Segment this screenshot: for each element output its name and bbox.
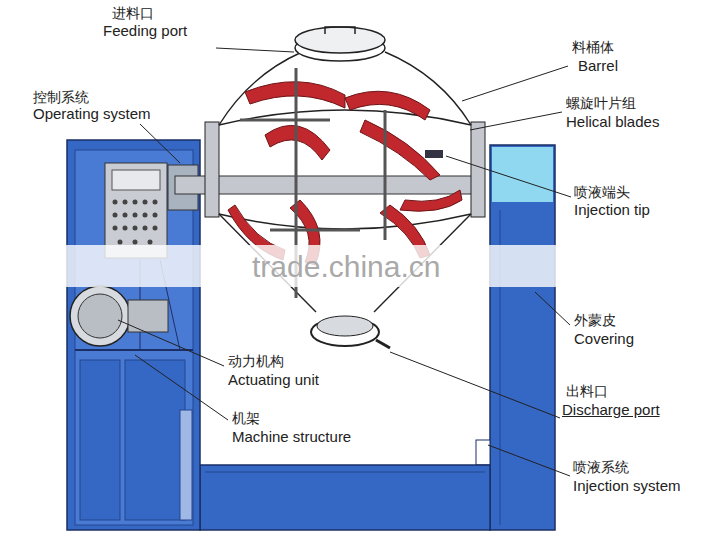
part-label-en: Operating system bbox=[33, 106, 151, 123]
part-label-en: Discharge port bbox=[562, 402, 660, 419]
watermark: trade.china.cn bbox=[252, 250, 440, 283]
part-label-zh: 机架 bbox=[232, 411, 260, 426]
part-label-en: Injection tip bbox=[574, 202, 650, 219]
part-label-zh: 料桶体 bbox=[572, 40, 614, 55]
part-label-zh: 喷液系统 bbox=[573, 460, 629, 475]
part-label-zh: 进料口 bbox=[112, 6, 154, 21]
part-label-zh: 外蒙皮 bbox=[574, 313, 616, 328]
part-label-en: Feeding port bbox=[103, 23, 187, 40]
part-label-en: Injection system bbox=[573, 478, 681, 495]
part-label-en: Machine structure bbox=[232, 429, 351, 446]
part-label-en: Actuating unit bbox=[228, 372, 319, 389]
part-label-zh: 控制系统 bbox=[33, 90, 89, 105]
part-label-zh: 螺旋叶片组 bbox=[566, 96, 636, 111]
part-label-en: Barrel bbox=[578, 58, 618, 75]
part-label-zh: 动力机构 bbox=[228, 354, 284, 369]
part-label-en: Helical blades bbox=[566, 114, 659, 131]
part-label-en: Covering bbox=[574, 331, 634, 348]
part-label-zh: 喷液端头 bbox=[574, 185, 630, 200]
part-label-zh: 出料口 bbox=[566, 384, 608, 399]
